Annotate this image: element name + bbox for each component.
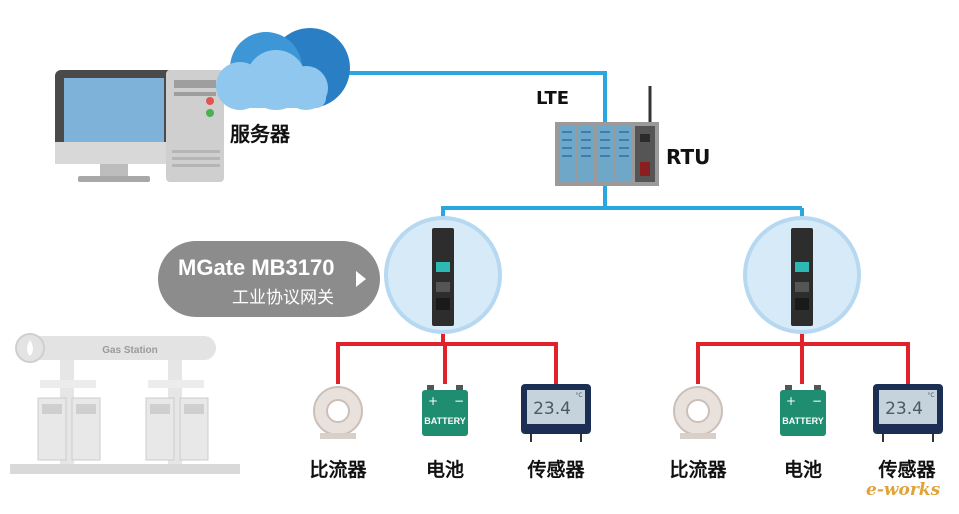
- red-fieldbus-links-left: [336, 328, 558, 384]
- device-label-right-ct: 比流器: [669, 459, 727, 481]
- gas-station-icon: Gas Station: [10, 333, 240, 474]
- svg-text:23.4: 23.4: [885, 399, 923, 419]
- sensor-display-icon: 23.4 °C: [521, 384, 591, 442]
- battery-icon: + − BATTERY: [422, 385, 468, 436]
- device-label-right-sensor: 传感器: [878, 459, 936, 481]
- device-label-left-sensor: 传感器: [527, 459, 585, 481]
- play-arrow-icon: [356, 271, 366, 287]
- device-label-right-battery: 电池: [783, 459, 822, 481]
- svg-text:−: −: [812, 394, 822, 408]
- gateway-subtitle: 工业协议网关: [232, 288, 334, 308]
- device-label-left-battery: 电池: [425, 459, 464, 481]
- cloud-icon: [216, 28, 350, 110]
- gateway-left-icon: [384, 216, 502, 334]
- eworks-watermark-logo: e-works: [866, 480, 941, 500]
- current-transformer-icon: [673, 386, 723, 439]
- rtu-label: RTU: [666, 145, 711, 169]
- sensor-display-icon: 23.4 °C: [873, 384, 943, 442]
- svg-text:BATTERY: BATTERY: [424, 416, 466, 426]
- server-label: 服务器: [230, 122, 290, 146]
- gateway-callout-badge: MGate MB3170 工业协议网关: [158, 241, 380, 317]
- rtu-device-icon: [555, 86, 659, 186]
- battery-icon: + − BATTERY: [780, 385, 826, 436]
- gateway-model-title: MGate MB3170: [178, 255, 335, 280]
- blue-network-links: [328, 71, 804, 222]
- svg-text:23.4: 23.4: [533, 399, 571, 419]
- svg-text:°C: °C: [927, 392, 934, 399]
- lte-label: LTE: [536, 88, 570, 109]
- svg-text:−: −: [454, 394, 464, 408]
- svg-text:+: +: [428, 394, 438, 408]
- svg-text:°C: °C: [575, 392, 582, 399]
- svg-text:+: +: [786, 394, 796, 408]
- current-transformer-icon: [313, 386, 363, 439]
- gas-station-sign: Gas Station: [102, 345, 158, 356]
- device-label-left-ct: 比流器: [309, 459, 367, 481]
- red-fieldbus-links-right: [696, 328, 910, 384]
- desktop-computer-icon: [55, 70, 224, 182]
- gateway-right-icon: [743, 216, 861, 334]
- svg-text:BATTERY: BATTERY: [782, 416, 824, 426]
